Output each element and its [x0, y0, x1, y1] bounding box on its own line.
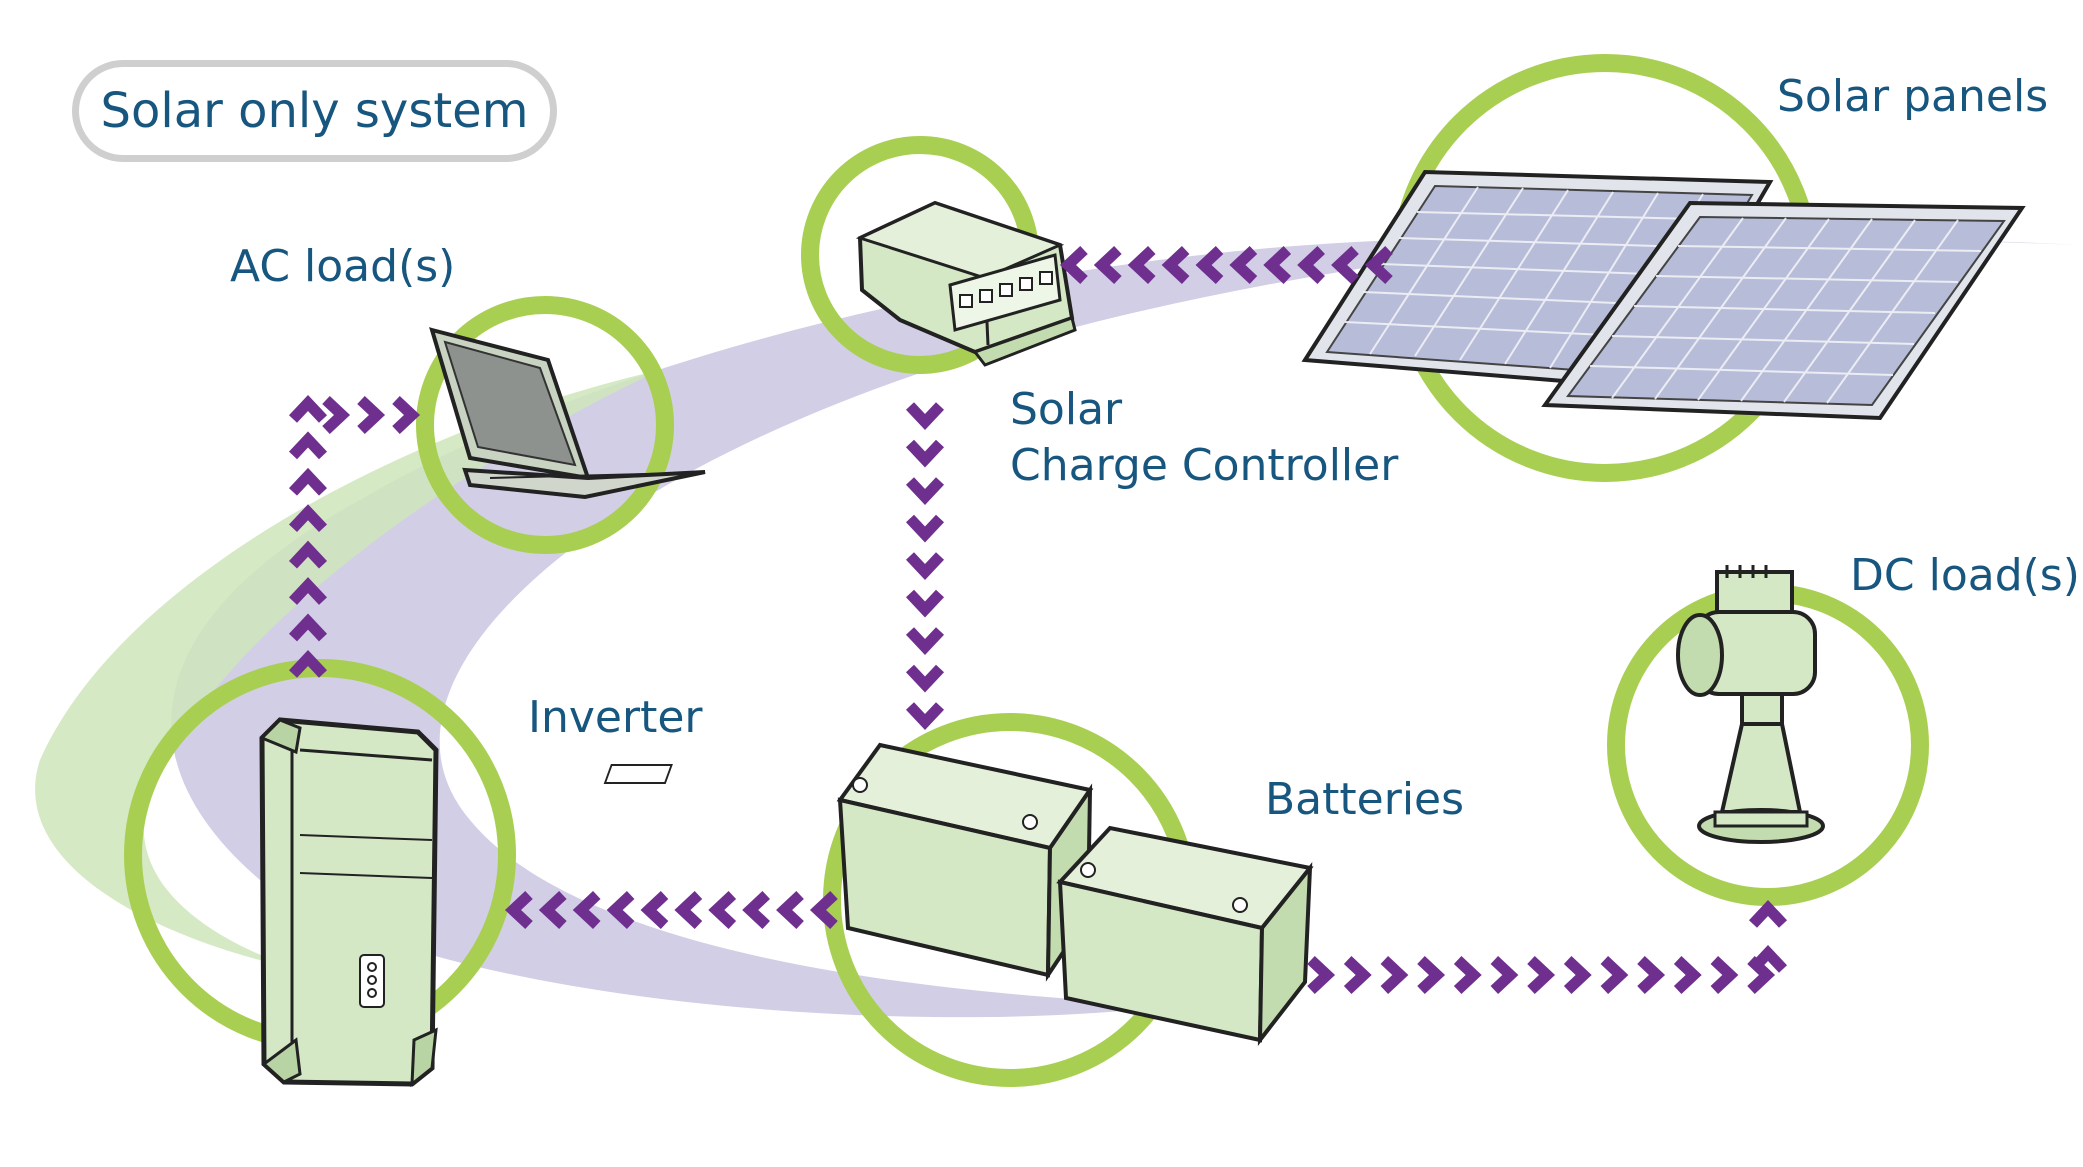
batteries-to-dc-load-chevron — [1458, 960, 1474, 990]
label-ac-loads: AC load(s) — [230, 241, 456, 292]
label-solar-panels: Solar panels — [1777, 71, 2049, 122]
batteries-to-dc-load-chevron — [1494, 960, 1510, 990]
batteries-to-inverter-chevron — [649, 895, 665, 925]
inverter-to-ac-load-chevron — [326, 400, 342, 430]
batteries-to-dc-load-chevron — [1714, 960, 1730, 990]
batteries-to-dc-load-chevron — [1604, 960, 1620, 990]
label-inverter: Inverter — [528, 692, 703, 743]
ring-ac-loads — [416, 296, 674, 554]
batteries-to-dc-load-chevron — [1421, 960, 1437, 990]
batteries-to-inverter-chevron — [750, 895, 766, 925]
laptop-illustration — [429, 327, 706, 500]
charge-controller-illustration — [855, 200, 1077, 367]
label-dc-loads: DC load(s) — [1850, 550, 2080, 601]
inverter-up-chevron — [293, 403, 323, 419]
dc-load-up-chevron — [1753, 908, 1783, 924]
inverter-up-chevron — [293, 476, 323, 492]
batteries-illustration — [603, 742, 1314, 1046]
controller-to-batteries-chevron — [910, 444, 940, 460]
controller-to-batteries-chevron — [910, 594, 940, 610]
batteries-to-dc-load-chevron — [1568, 960, 1584, 990]
batteries-to-dc-load-chevron — [1348, 960, 1364, 990]
dc-load-up-chevron — [1753, 953, 1783, 969]
title-pill: Solar only system — [72, 60, 557, 162]
controller-to-batteries-chevron — [910, 631, 940, 647]
batteries-to-dc-load-chevron — [1531, 960, 1547, 990]
controller-to-batteries-chevron — [910, 519, 940, 535]
batteries-to-inverter-chevron — [682, 895, 698, 925]
batteries-to-inverter-chevron — [784, 895, 800, 925]
label-charge-controller: Solar Charge Controller — [1010, 384, 1399, 492]
controller-to-batteries-chevron — [910, 706, 940, 722]
inverter-to-ac-load-chevron — [396, 400, 412, 430]
dc-load-sensor-illustration — [1676, 565, 1825, 844]
batteries-to-dc-load-chevron — [1384, 960, 1400, 990]
inverter-up-chevron — [293, 439, 323, 455]
inverter-to-ac-load-chevron — [361, 400, 377, 430]
label-batteries: Batteries — [1265, 774, 1465, 825]
controller-to-batteries-chevron — [910, 481, 940, 497]
controller-to-batteries-chevron — [910, 669, 940, 685]
solar-panels-illustration — [1301, 169, 2026, 421]
batteries-to-dc-load-chevron — [1678, 960, 1694, 990]
batteries-to-dc-load-chevron — [1641, 960, 1657, 990]
batteries-to-dc-load-chevron — [1311, 960, 1327, 990]
inverter-illustration — [259, 717, 439, 1088]
controller-to-batteries-chevron — [910, 556, 940, 572]
batteries-to-inverter-chevron — [716, 895, 732, 925]
controller-to-batteries-chevron — [910, 406, 940, 422]
page-title: Solar only system — [100, 83, 529, 139]
